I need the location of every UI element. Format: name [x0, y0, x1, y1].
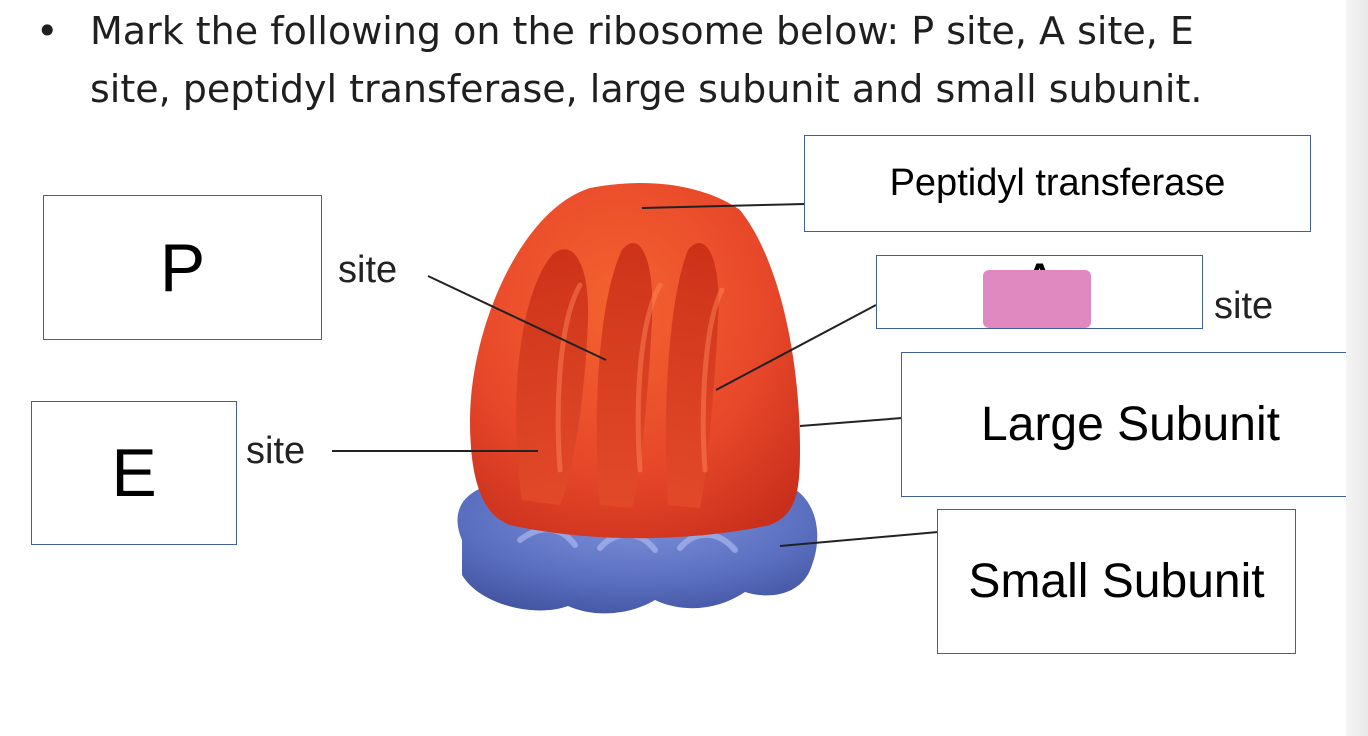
p-site-label: site — [338, 249, 397, 291]
a-site-label: site — [1214, 285, 1273, 327]
e-site-answer-box[interactable]: E — [31, 401, 237, 545]
leader-line-small-subunit — [779, 531, 939, 547]
window-edge — [1346, 0, 1368, 736]
small-subunit-answer: Small Subunit — [968, 555, 1265, 608]
e-site-answer: E — [111, 435, 157, 511]
large-subunit-answer-box[interactable]: Large Subunit — [901, 352, 1360, 497]
bullet: • — [36, 9, 59, 53]
e-site-label: site — [246, 430, 305, 472]
peptidyl-transferase-answer: Peptidyl transferase — [889, 162, 1226, 204]
leader-line-peptidyl-transferase — [641, 203, 806, 209]
groove-right — [665, 243, 719, 508]
large-subunit-answer: Large Subunit — [981, 398, 1280, 451]
peptidyl-transferase-answer-box[interactable]: Peptidyl transferase — [804, 135, 1311, 232]
small-subunit-answer-box[interactable]: Small Subunit — [937, 509, 1296, 654]
instruction-text: Mark the following on the ribosome below… — [90, 9, 1203, 111]
leader-line-large-subunit — [799, 417, 903, 427]
groove-middle — [596, 243, 653, 508]
groove-left — [516, 249, 589, 505]
p-site-answer: P — [159, 229, 206, 306]
large-subunit-highlight — [555, 282, 725, 473]
leader-line-a-site — [715, 304, 877, 391]
highlight-marker — [983, 270, 1091, 328]
leader-line-p-site — [427, 275, 607, 361]
p-site-answer-box[interactable]: P — [43, 195, 322, 340]
